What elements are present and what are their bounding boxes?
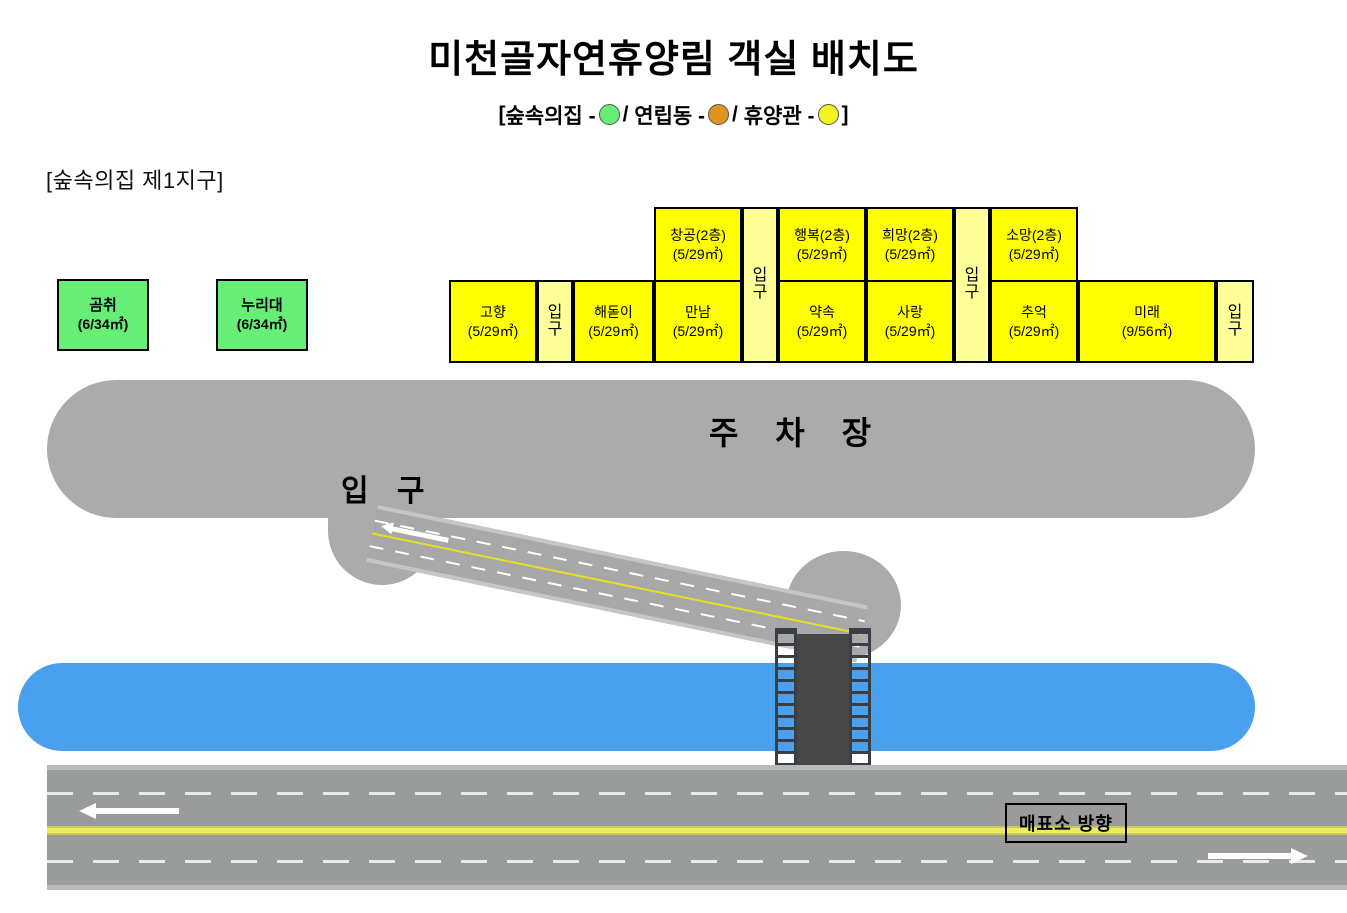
room-cell: 창공(2층)(5/29㎡) xyxy=(654,207,742,282)
parking-lot-label: 주 차 장 xyxy=(708,415,886,451)
room-cell: 추억(5/29㎡) xyxy=(990,280,1078,363)
road-arrow-right-icon xyxy=(1208,848,1308,864)
entrance-label-char: 구 xyxy=(964,284,980,301)
room-name: 추억 xyxy=(1021,304,1047,321)
room-area: (5/29㎡) xyxy=(672,322,724,339)
access-road-center-line xyxy=(371,532,863,635)
room-cell: 소망(2층)(5/29㎡) xyxy=(990,207,1078,282)
bridge-deck xyxy=(797,634,849,790)
parking-entrance-label: 입 구 xyxy=(341,475,435,508)
room-name: 창공(2층) xyxy=(670,227,726,244)
entrance-label-char: 입 xyxy=(964,267,980,285)
room-name: 희망(2층) xyxy=(882,227,938,244)
page-title: 미천골자연휴양림 객실 배치도 xyxy=(428,39,919,81)
cabin-box: 곰취(6/34㎡) xyxy=(57,279,149,351)
cabin-area: (6/34㎡) xyxy=(236,315,288,332)
orange-circle-icon xyxy=(708,103,730,125)
room-area: (5/29㎡) xyxy=(672,245,724,262)
cabin-area: (6/34㎡) xyxy=(77,315,129,332)
room-cell: 미래(9/56㎡) xyxy=(1078,280,1216,363)
entrance-label-char: 입 xyxy=(547,303,563,321)
legend-close-bracket: ] xyxy=(841,103,849,126)
cabin-box: 누리대(6/34㎡) xyxy=(216,279,308,351)
ticket-office-direction-sign: 매표소 방향 xyxy=(1005,803,1127,843)
room-name: 만남 xyxy=(685,304,711,321)
room-name: 소망(2층) xyxy=(1006,227,1062,244)
room-cell: 사랑(5/29㎡) xyxy=(866,280,954,363)
room-name: 고향 xyxy=(480,304,506,321)
bridge xyxy=(775,628,871,790)
cabin-name: 곰취 xyxy=(89,296,117,314)
road-dashed-line-top xyxy=(47,792,1347,795)
access-road-dashed-line-top xyxy=(374,519,865,623)
room-area: (5/29㎡) xyxy=(588,322,639,339)
room-cell: 고향(5/29㎡) xyxy=(449,280,537,363)
room-name: 행복(2층) xyxy=(794,227,850,244)
yellow-circle-icon xyxy=(817,103,839,125)
entrance-label-char: 구 xyxy=(1227,320,1243,338)
entrance-label-char: 구 xyxy=(547,320,563,338)
road-center-line xyxy=(47,826,1347,835)
room-cell: 해돋이(5/29㎡) xyxy=(573,280,654,363)
room-name: 해돋이 xyxy=(594,304,633,321)
legend-separator-1: / xyxy=(622,103,629,126)
entrance-label-char: 구 xyxy=(752,284,768,301)
section-heading: [숲속의집 제1지구] xyxy=(46,168,224,193)
legend-label-resort-hall: 휴양관 - xyxy=(743,105,815,128)
room-area: (5/29㎡) xyxy=(796,322,848,339)
room-area: (9/56㎡) xyxy=(1121,322,1173,339)
green-circle-icon xyxy=(598,103,620,125)
room-area: (5/29㎡) xyxy=(1008,245,1060,262)
entrance-label-char: 입 xyxy=(1227,303,1243,321)
legend-open-bracket: [ xyxy=(498,103,506,126)
legend: [숲속의집 -/ 연립동 -/ 휴양관 -] xyxy=(0,100,1347,130)
room-cell: 행복(2층)(5/29㎡) xyxy=(778,207,866,282)
room-cell: 희망(2층)(5/29㎡) xyxy=(866,207,954,282)
room-cell: 만남(5/29㎡) xyxy=(654,280,742,363)
parking-lot xyxy=(47,380,1255,518)
legend-label-forest-house: 숲속의집 - xyxy=(505,105,596,128)
main-road xyxy=(47,765,1347,890)
room-area: (5/29㎡) xyxy=(884,322,936,339)
legend-label-rowhouse: 연립동 - xyxy=(634,105,706,128)
room-name: 미래 xyxy=(1134,304,1160,321)
room-cell: 약속(5/29㎡) xyxy=(778,280,866,363)
legend-separator-2: / xyxy=(732,103,738,126)
room-area: (5/29㎡) xyxy=(467,322,519,339)
room-area: (5/29㎡) xyxy=(796,245,848,262)
room-area: (5/29㎡) xyxy=(884,245,936,262)
entrance-label-char: 입 xyxy=(752,267,768,285)
room-name: 사랑 xyxy=(897,304,923,321)
road-arrow-left-icon xyxy=(79,803,179,819)
room-area: (5/29㎡) xyxy=(1008,322,1060,339)
road-dashed-line-bottom xyxy=(47,860,1347,863)
cabin-name: 누리대 xyxy=(241,296,283,314)
river xyxy=(18,663,1255,751)
room-name: 약속 xyxy=(809,304,835,321)
